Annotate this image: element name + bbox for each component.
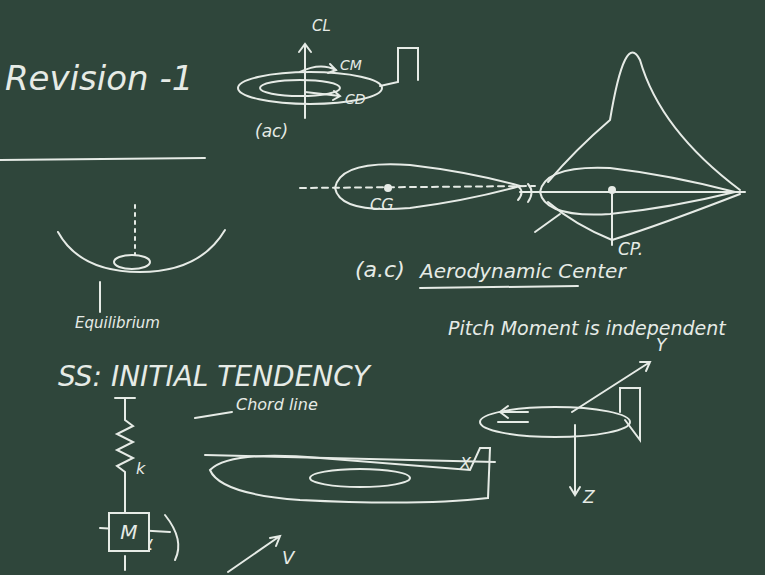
spring — [115, 398, 135, 512]
y-axis — [572, 362, 650, 412]
velocity-arrow — [228, 536, 280, 572]
chalk-label: CG — [370, 196, 394, 214]
chalk-label: CM — [340, 58, 362, 73]
drag-arrow — [305, 91, 340, 100]
nose — [498, 421, 528, 423]
cp-line — [611, 194, 613, 245]
tick — [99, 282, 101, 312]
chalk-label: Pitch Moment is independent — [448, 318, 726, 339]
chalk-label: (a.c) — [355, 258, 405, 282]
z-axis — [570, 425, 580, 495]
airfoil-right — [540, 168, 735, 215]
fuselage-right — [480, 407, 630, 437]
wing — [260, 80, 340, 96]
chalk-label: V — [282, 548, 294, 568]
mass-box: M — [108, 512, 150, 552]
chalk-label: Equilibrium — [75, 315, 160, 332]
chalk-label: Aerodynamic Center — [420, 260, 626, 282]
chalk-label: Chord line — [236, 396, 318, 414]
chord-right — [520, 191, 745, 193]
chalk-label: CL — [312, 18, 331, 35]
chalk-label: X — [460, 455, 471, 473]
cp-dot — [609, 187, 615, 193]
dotted-line — [134, 205, 136, 255]
underline — [0, 158, 205, 160]
alpha-arc — [165, 515, 178, 560]
tail-right — [620, 388, 640, 440]
cg-dot — [385, 185, 391, 191]
pressure-lower — [548, 194, 740, 240]
ball — [114, 255, 150, 269]
pointer — [535, 214, 560, 232]
tail — [380, 48, 418, 86]
airfoil — [335, 164, 520, 209]
lift-arrow — [299, 44, 311, 118]
arc-marks — [518, 184, 532, 202]
chalk-label: (ac) — [255, 122, 288, 141]
chalk-label: Revision -1 — [5, 60, 193, 97]
airplane-side — [210, 448, 490, 503]
chalk-label: CD — [345, 92, 366, 107]
chalk-label: k — [136, 460, 145, 478]
bowl — [58, 230, 225, 272]
underline — [420, 286, 578, 288]
moment-arrow — [300, 64, 336, 73]
mass-label: M — [120, 520, 137, 544]
wing-side — [310, 469, 410, 487]
chalk-label: SS: INITIAL TENDENCY — [58, 362, 370, 393]
chalk-label: CP. — [618, 240, 643, 259]
chord-pointer — [195, 412, 232, 418]
chalk-label: Y — [656, 336, 666, 355]
chalk-label: Z — [583, 488, 595, 507]
x-arrow — [500, 406, 528, 418]
